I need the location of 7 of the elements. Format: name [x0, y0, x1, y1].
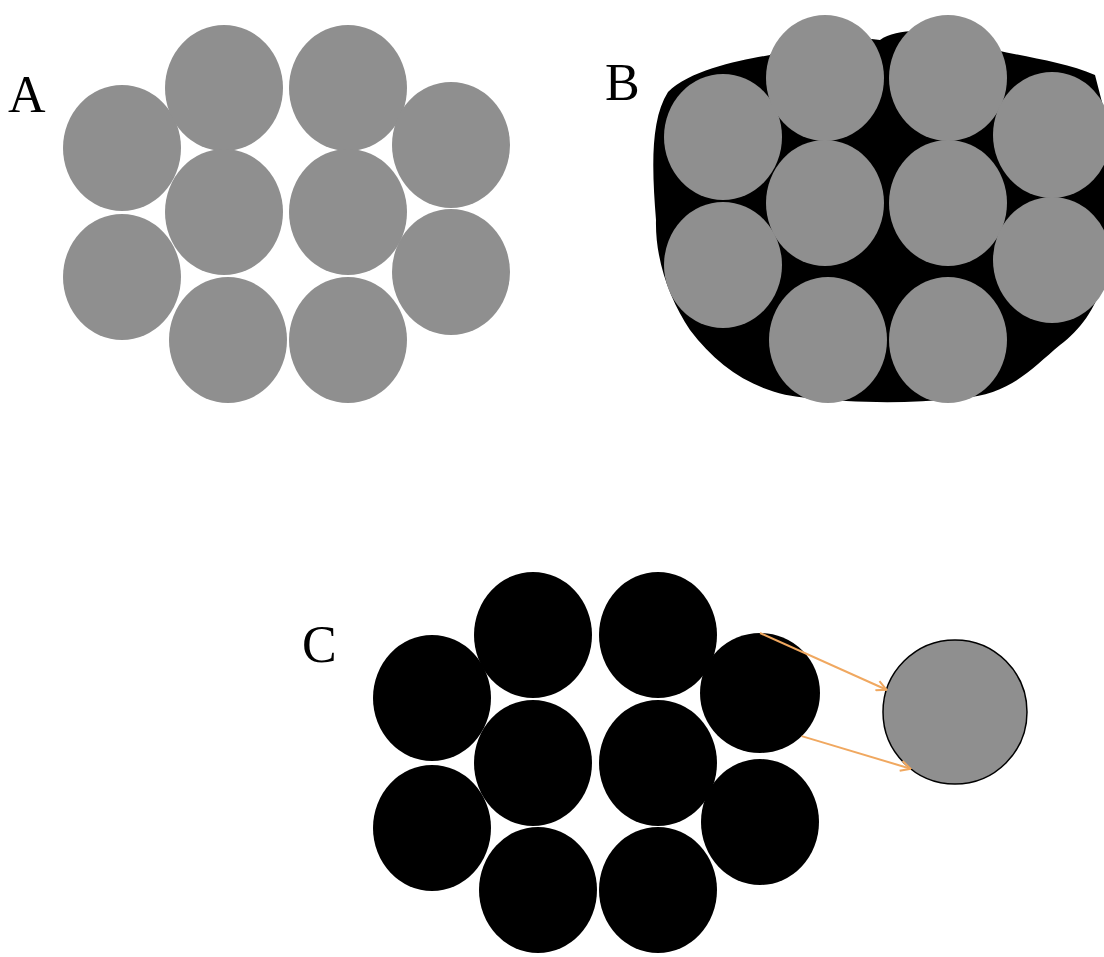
panel-label: B [605, 54, 640, 111]
strand-cross-section [882, 639, 1028, 785]
panel-label: A [8, 66, 46, 123]
arrow [800, 735, 912, 772]
strand-circle [700, 633, 820, 753]
panel-label: C [302, 616, 337, 673]
arrow [759, 632, 888, 692]
